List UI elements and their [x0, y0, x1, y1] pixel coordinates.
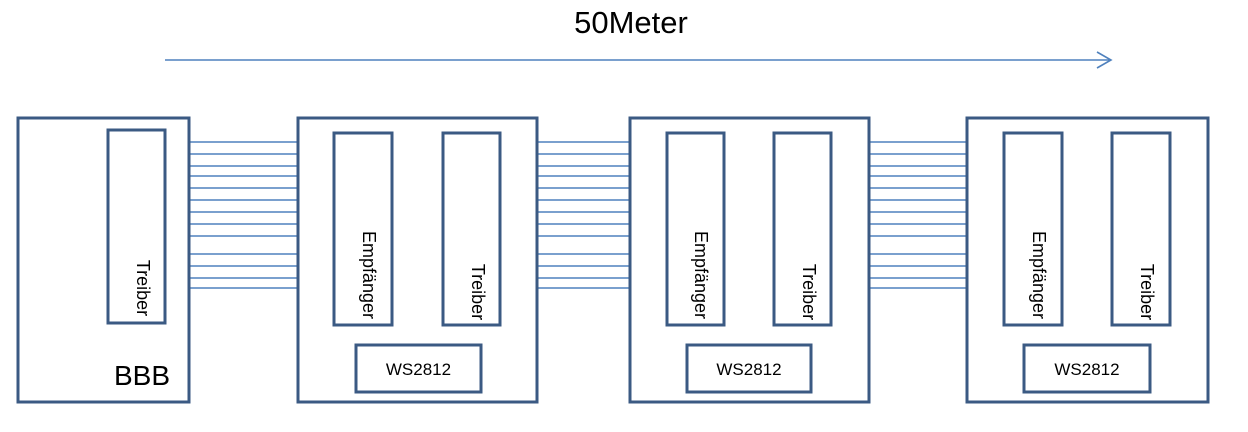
node-2-driver-chip	[772, 131, 833, 327]
controller-board-label: BBB	[114, 360, 170, 391]
node-3-led-chip	[1022, 343, 1152, 394]
node-board-1: Empfänger Treiber WS2812	[296, 116, 539, 404]
controller-driver-label: Treiber	[133, 260, 153, 316]
node-board-2: Empfänger Treiber WS2812	[628, 116, 871, 404]
node-2-receiver-chip	[665, 131, 726, 327]
node-3-driver-chip	[1110, 131, 1172, 327]
node-1-receiver-chip	[332, 131, 394, 327]
direction-arrow	[165, 51, 1113, 69]
controller-board: Treiber BBB	[16, 116, 191, 404]
node-2-receiver-label: Empfänger	[691, 231, 711, 319]
node-1-led-chip	[354, 343, 483, 394]
node-3-driver-label: Treiber	[1137, 264, 1157, 320]
node-1-led-label: WS2812	[386, 360, 451, 379]
node-board-3: Empfänger Treiber WS2812	[965, 116, 1210, 404]
node-2-led-chip	[685, 343, 813, 394]
node-1-driver-label: Treiber	[468, 264, 488, 320]
node-1-receiver-label: Empfänger	[359, 231, 379, 319]
diagram-title: 50Meter	[574, 5, 688, 40]
node-2-led-label: WS2812	[716, 360, 781, 379]
node-2-driver-label: Treiber	[799, 264, 819, 320]
controller-driver-chip	[106, 128, 167, 325]
node-3-receiver-chip	[1002, 131, 1064, 327]
node-1-driver-chip	[441, 131, 502, 327]
node-3-led-label: WS2812	[1054, 360, 1119, 379]
node-3-receiver-label: Empfänger	[1029, 231, 1049, 319]
